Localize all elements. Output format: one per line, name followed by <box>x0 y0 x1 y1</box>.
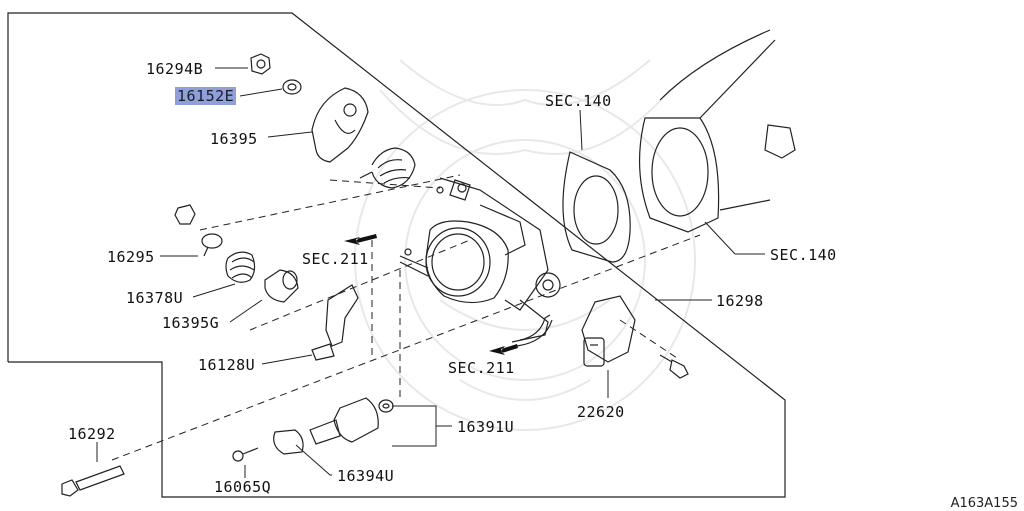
part-label-16128u[interactable]: 16128U <box>198 356 256 374</box>
figure-code: A163A155 <box>950 496 1018 511</box>
screw-icon <box>232 447 259 462</box>
part-label-16395g[interactable]: 16395G <box>162 314 220 332</box>
bolt-icon <box>61 465 125 497</box>
part-label-16065q[interactable]: 16065Q <box>214 478 272 496</box>
section-ref-sec211-upper[interactable]: SEC.211 <box>302 250 369 268</box>
part-label-22620[interactable]: 22620 <box>577 403 625 421</box>
arrow-left-icon <box>489 344 518 355</box>
hose-icon <box>516 314 553 347</box>
throttle-position-sensor-icon <box>581 295 689 379</box>
flow-arrows <box>344 234 518 355</box>
gasket-icon <box>562 151 631 263</box>
bushing-icon <box>174 204 223 257</box>
bracket-icon <box>311 284 359 361</box>
arrow-left-icon <box>344 234 377 245</box>
idle-air-valve-icon <box>309 397 394 445</box>
return-spring-icon <box>359 147 416 189</box>
collar-icon <box>264 269 299 303</box>
assembly-boundary <box>7 12 786 498</box>
part-label-16391u[interactable]: 16391U <box>457 418 515 436</box>
part-label-16292[interactable]: 16292 <box>68 425 116 443</box>
part-label-16152e-highlighted[interactable]: 16152E <box>175 87 237 105</box>
section-ref-sec211-lower[interactable]: SEC.211 <box>448 359 515 377</box>
intake-manifold-icon <box>638 29 796 233</box>
leader-lines <box>96 67 765 478</box>
part-label-16394u[interactable]: 16394U <box>337 467 395 485</box>
throttle-body-icon <box>399 177 561 343</box>
section-ref-sec140-right[interactable]: SEC.140 <box>770 246 837 264</box>
gasket-small-icon <box>273 429 304 455</box>
nut-icon <box>250 53 271 75</box>
part-label-16298[interactable]: 16298 <box>716 292 764 310</box>
part-label-16294b[interactable]: 16294B <box>146 60 204 78</box>
part-label-16395[interactable]: 16395 <box>210 130 258 148</box>
part-label-16378u[interactable]: 16378U <box>126 289 184 307</box>
spring-icon <box>225 251 256 283</box>
washer-icon <box>282 79 302 95</box>
section-ref-sec140-top[interactable]: SEC.140 <box>545 92 612 110</box>
part-label-16295[interactable]: 16295 <box>107 248 155 266</box>
throttle-lever-icon <box>311 87 369 163</box>
